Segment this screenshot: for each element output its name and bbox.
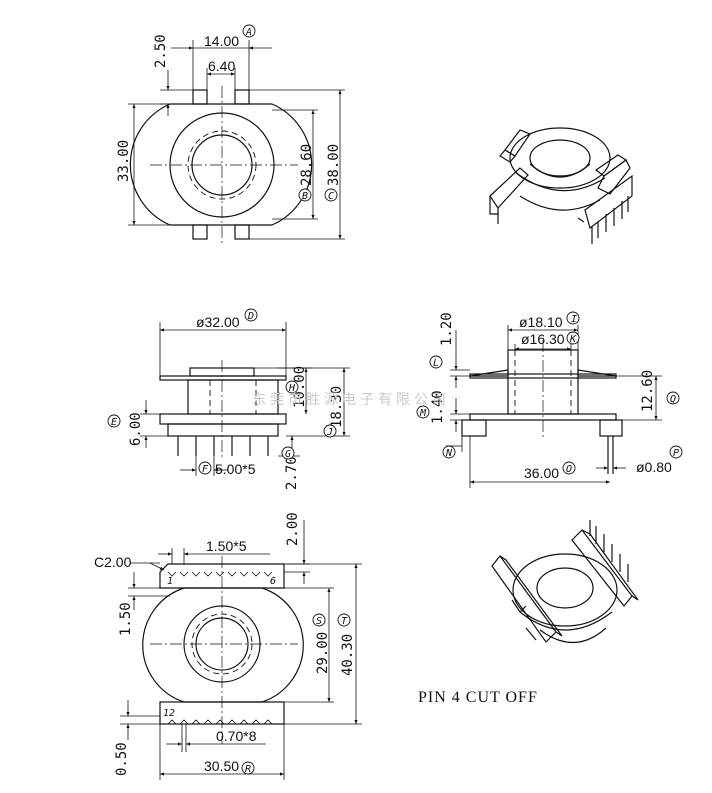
dim-core-inner: ø16.30 xyxy=(521,331,565,347)
dim-base-thick: 1.40 xyxy=(430,390,446,424)
watermark-text: 东莞市胜源电子有限公司 xyxy=(252,391,450,408)
dim-winding-height: 12.60 xyxy=(640,370,656,412)
bottom-view: 1 6 12 1.50*5 C2.00 2.00 1.50 xyxy=(94,512,362,780)
tag-d: D xyxy=(247,311,254,322)
tag-s: S xyxy=(316,616,322,627)
tag-n: N xyxy=(445,448,453,459)
pin-1-label: 1 xyxy=(167,576,173,587)
tag-b: B xyxy=(302,191,308,202)
tag-k: K xyxy=(569,334,577,345)
front-view: ø32.00 D 10.00 H 18.30 J 6.00 E 5.00*5 F xyxy=(107,308,350,490)
dim-flange-inner: 29.00 xyxy=(315,632,331,674)
dim-pin-pitch: 5.00*5 xyxy=(215,461,256,477)
note-text: PIN 4 CUT OFF xyxy=(418,689,538,706)
tag-f: F xyxy=(202,464,209,475)
dim-bar-offset: 2.00 xyxy=(285,512,301,546)
tag-p: P xyxy=(673,448,679,459)
dim-inner-height: 28.60 xyxy=(299,144,315,186)
dim-flange-diameter: ø32.00 xyxy=(196,314,240,330)
dim-flange-height: 33.00 xyxy=(116,140,132,182)
dim-tab-gap: 6.40 xyxy=(208,58,235,74)
tag-e: E xyxy=(111,417,117,428)
tag-j: J xyxy=(326,427,333,438)
tag-g: G xyxy=(285,449,291,460)
tag-o: O xyxy=(566,464,572,475)
dim-flange-thick: 1.20 xyxy=(439,312,455,346)
tag-c: C xyxy=(328,191,334,202)
dim-tab-height: 2.50 xyxy=(153,34,169,68)
tag-t: T xyxy=(341,616,348,627)
tag-q: Q xyxy=(670,394,676,405)
dim-pin-slot: 0.70*8 xyxy=(216,728,257,744)
dim-core-outer: ø18.10 xyxy=(519,314,563,330)
tag-a: A xyxy=(245,27,252,38)
tag-m: M xyxy=(419,408,427,419)
dim-rib: 0.50 xyxy=(114,742,130,776)
top-view: 14.00 A 6.40 2.50 33.00 28.60 B 38.00 C xyxy=(116,24,345,244)
dim-pin-length: 2.70 xyxy=(284,456,300,490)
dim-top-width: 14.00 xyxy=(204,33,239,49)
dim-bar-length: 30.50 xyxy=(204,758,239,774)
tag-i: I xyxy=(571,314,577,325)
dim-chamfer: C2.00 xyxy=(94,554,132,570)
tag-r: R xyxy=(245,764,251,775)
dim-slot-pitch: 1.50*5 xyxy=(206,538,247,554)
dim-overall-height: 38.00 xyxy=(326,144,342,186)
iso-view-top xyxy=(489,127,633,244)
tag-l: L xyxy=(433,358,439,369)
pin-6-label: 6 xyxy=(270,576,276,587)
iso-view-bottom xyxy=(491,520,639,644)
dim-base-height: 6.00 xyxy=(128,412,144,446)
dim-pin-diameter: ø0.80 xyxy=(636,459,672,475)
dim-bar-depth: 1.50 xyxy=(118,602,134,636)
pin-12-label: 12 xyxy=(163,708,175,719)
dim-overall-height-front: 18.30 xyxy=(329,386,345,428)
tag-h: H xyxy=(288,383,296,394)
dim-base-width: 36.00 xyxy=(524,465,559,481)
dim-body-height: 10.00 xyxy=(292,366,308,408)
dim-bottom-overall: 40.30 xyxy=(340,634,356,676)
side-view: ø18.10 I ø16.30 K 1.20 L 1.40 M N xyxy=(416,311,683,488)
